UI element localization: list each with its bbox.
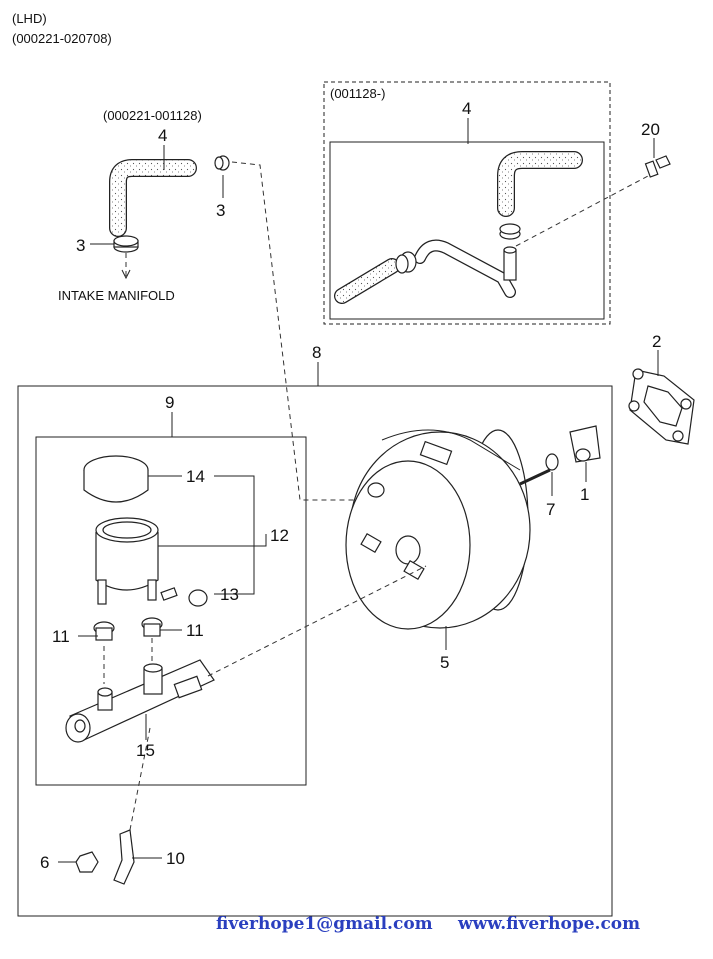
callout-13: 13 [220, 585, 239, 604]
callout-11a: 11 [52, 627, 70, 646]
leader-13 [214, 475, 255, 595]
grommet-left [93, 621, 115, 641]
late-hose-group-frame [323, 81, 611, 325]
bolt-leader [515, 175, 649, 247]
callout-4b: 4 [462, 99, 471, 118]
hose-clamp-top [214, 155, 230, 171]
callout-11b: 11 [186, 621, 204, 640]
fluid-level-sensor [160, 587, 208, 607]
booster-gasket [628, 368, 695, 445]
brake-booster [345, 429, 551, 630]
callout-7: 7 [546, 500, 555, 519]
master-cylinder-frame [35, 436, 307, 786]
vacuum-hose-early [109, 159, 197, 237]
arrow-down-icon [121, 269, 131, 280]
callout-10: 10 [166, 849, 185, 868]
bolt [644, 155, 671, 178]
footer-email[interactable]: fiverhope1@gmail.com [216, 914, 433, 934]
callout-14: 14 [186, 467, 205, 486]
callout-9: 9 [165, 393, 174, 412]
callout-2: 2 [652, 332, 661, 351]
bracket-leader [127, 727, 151, 841]
reservoir-cap [83, 455, 149, 503]
callout-1: 1 [580, 485, 589, 504]
callout-3b: 3 [216, 201, 225, 220]
clevis [569, 425, 601, 463]
assembly-frame [17, 385, 613, 917]
date-range-label: (000221-020708) [12, 31, 112, 46]
callout-12: 12 [270, 526, 289, 545]
callout-15: 15 [136, 741, 155, 760]
booster-nut [545, 453, 559, 471]
hose-clamp-early [113, 235, 139, 253]
hose-clamp-late-a [395, 251, 417, 274]
grommet-right [141, 617, 163, 637]
callout-4a: 4 [158, 126, 167, 145]
vacuum-hose-late [334, 151, 583, 304]
hose-clamp-late-b [499, 223, 521, 240]
intake-manifold-label: INTAKE MANIFOLD [58, 288, 175, 303]
reservoir-tank [95, 517, 159, 605]
callout-20: 20 [641, 120, 660, 139]
variant-label: (LHD) [12, 11, 47, 26]
vacuum-route-leader [231, 161, 362, 501]
late-hose-inner-frame [329, 141, 605, 320]
flange-nut [75, 851, 99, 873]
callout-6: 6 [40, 853, 49, 872]
callout-5: 5 [440, 653, 449, 672]
bracket [113, 829, 135, 885]
callout-8: 8 [312, 343, 321, 362]
cylinder-to-booster-leader [207, 565, 427, 677]
footer-website[interactable]: www.fiverhope.com [458, 914, 641, 934]
late-hose-range: (001128-) [330, 86, 385, 101]
callout-3a: 3 [76, 236, 85, 255]
master-cylinder [65, 659, 215, 743]
early-hose-range: (000221-001128) [103, 108, 202, 123]
leader-12 [158, 534, 267, 547]
